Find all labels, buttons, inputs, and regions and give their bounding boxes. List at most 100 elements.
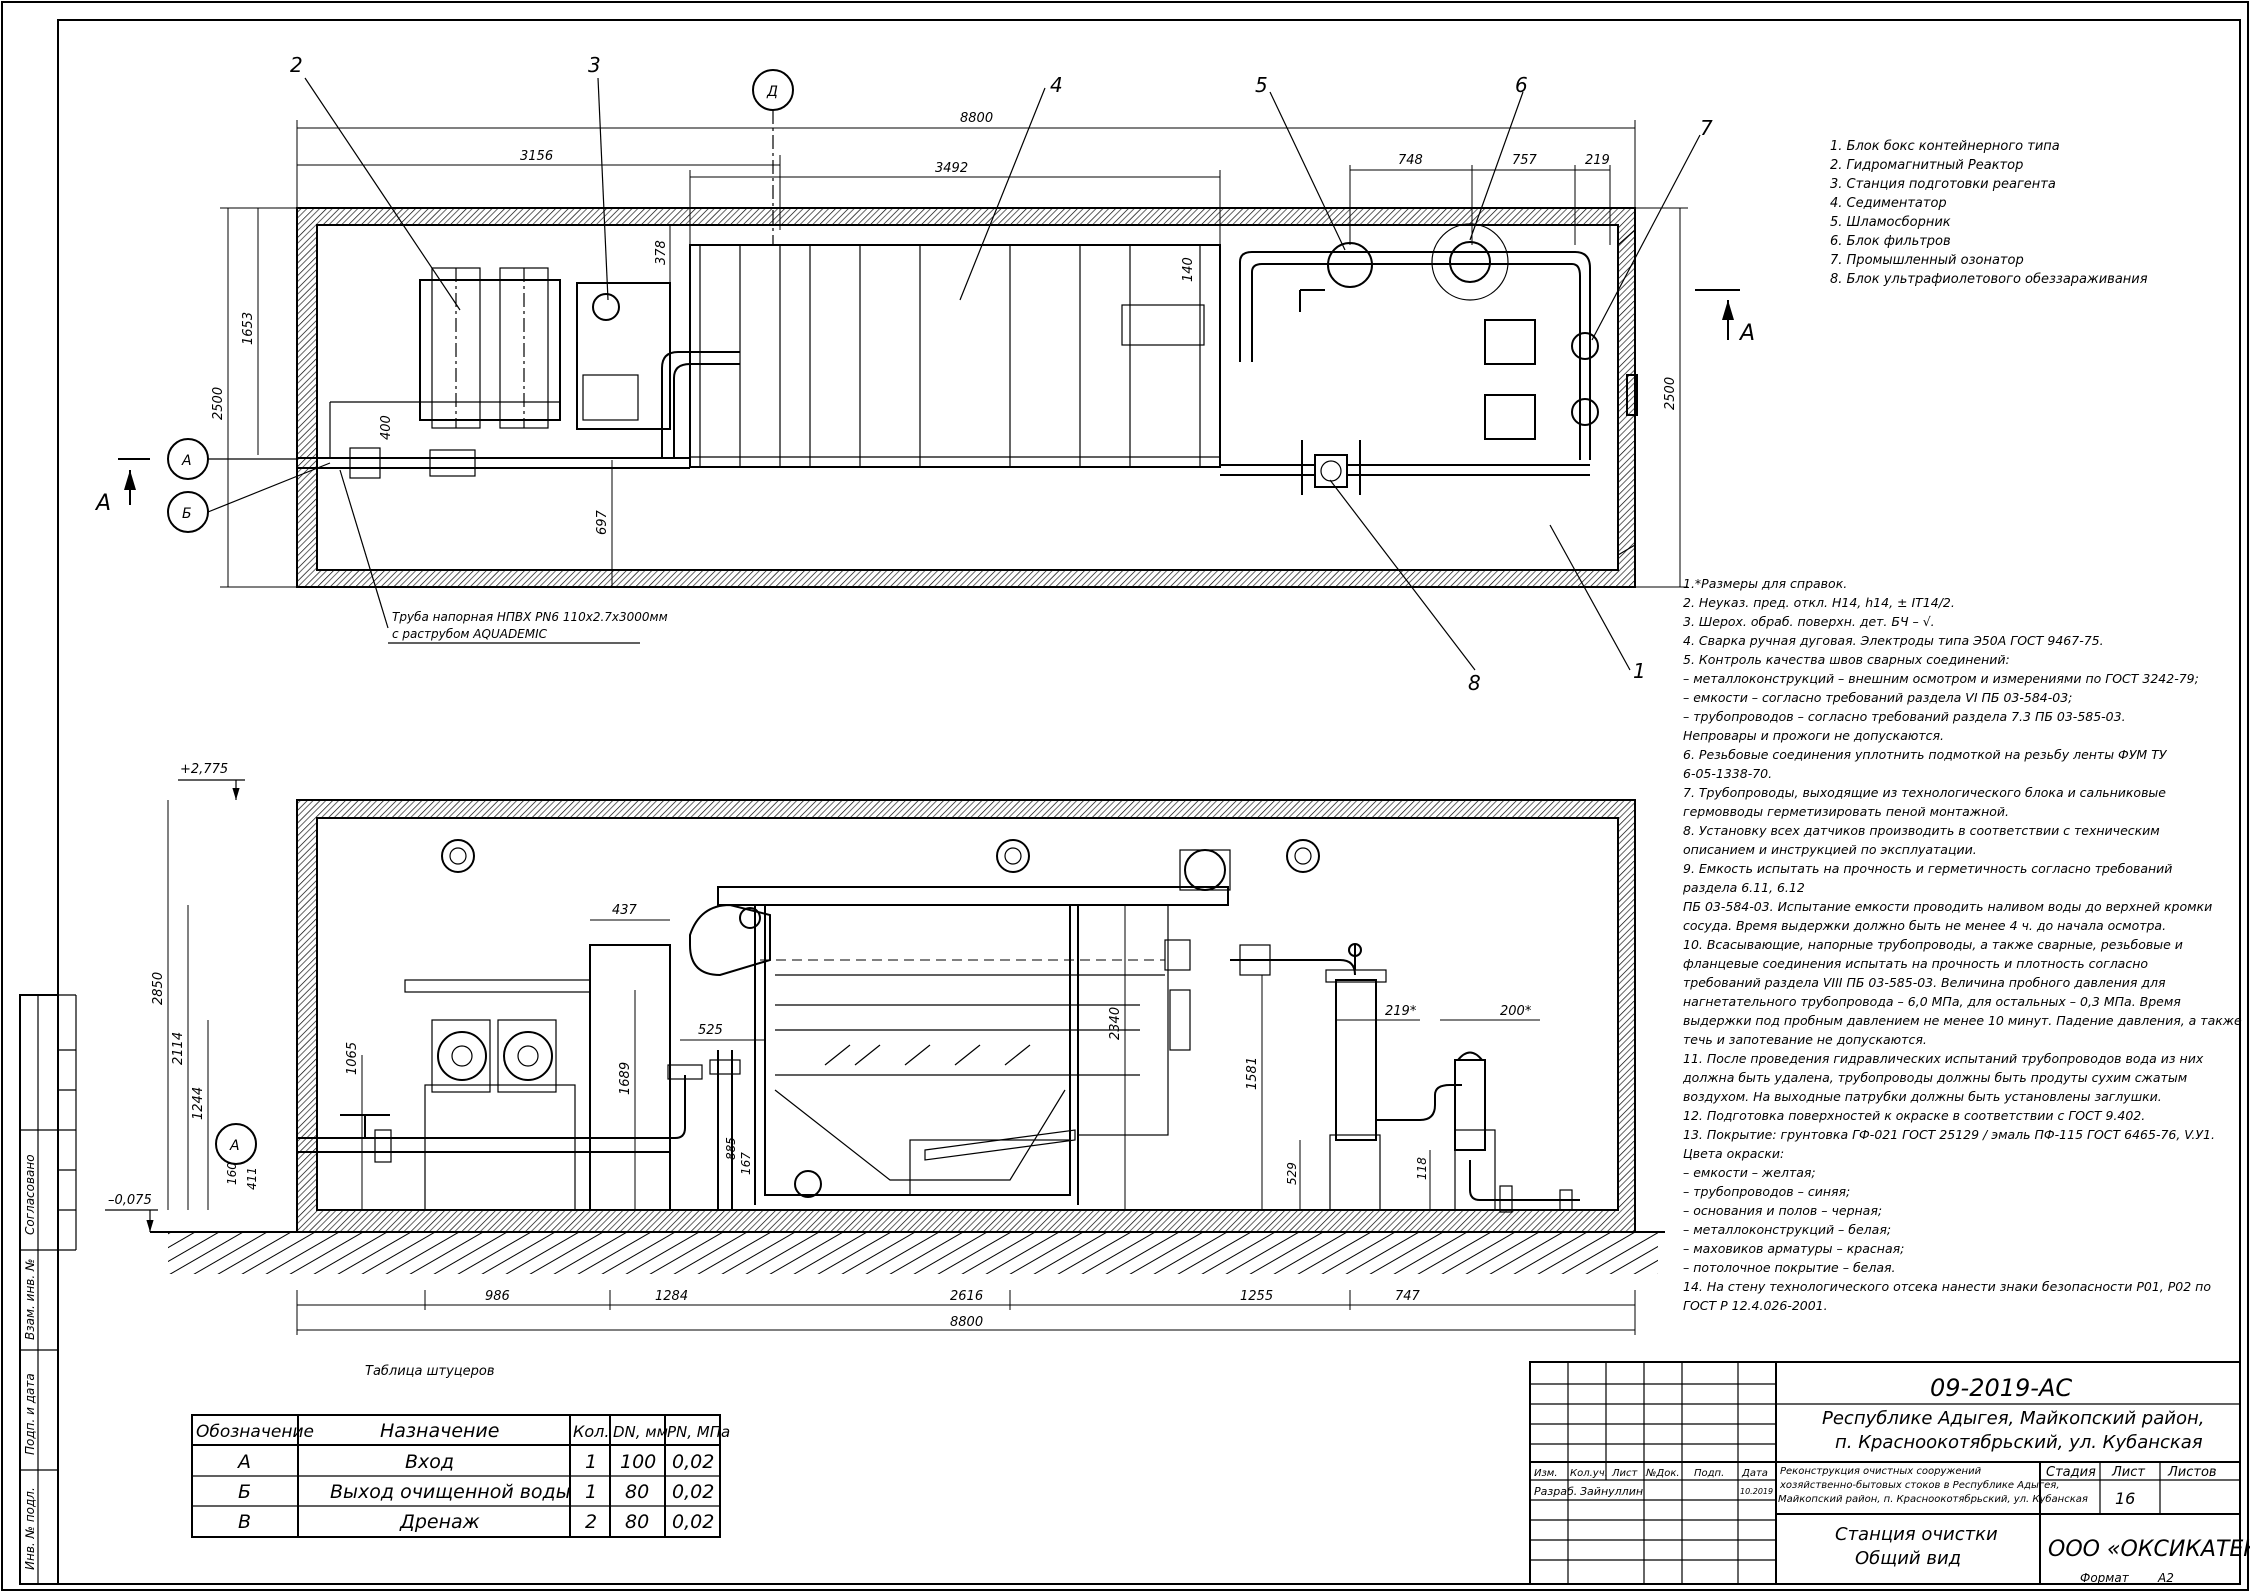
td-qty: 1 [585, 1481, 597, 1503]
tb-col-sheet: Лист [1611, 1468, 1639, 1479]
note-line: 9. Емкость испытать на прочность и герме… [1683, 861, 2172, 876]
note-line: – потолочное покрытие – белая. [1683, 1260, 1896, 1275]
tb-sheet-header: Лист [2111, 1465, 2145, 1480]
note-line: 4. Сварка ручная дуговая. Электроды типа… [1683, 633, 2104, 648]
tb-format-value: А2 [2157, 1571, 2174, 1585]
inlet-a-label: А [181, 453, 192, 469]
vdim-1244: 1244 [191, 1087, 206, 1120]
td-pn: 0,02 [672, 1451, 714, 1473]
ozonator-unit-2 [1484, 394, 1536, 440]
pipe-note-2: с раструбом AQUADEMIC [392, 627, 548, 641]
note-line: – основания и полов – черная; [1683, 1203, 1882, 1218]
reactor-plan [419, 279, 561, 421]
note-line: – емкости – желтая; [1683, 1165, 1816, 1180]
note-line: – металлоконструкций – белая; [1683, 1222, 1891, 1237]
tb-col-change: Изм. [1534, 1468, 1558, 1479]
stamp-replace-inv: Взам. инв. № [23, 1259, 37, 1340]
note-line: описанием и инструкцией по эксплуатации. [1683, 842, 1977, 857]
bdim-8800: 8800 [950, 1315, 983, 1330]
vdim-2114: 2114 [171, 1032, 186, 1065]
stamp-agreed: Согласовано [23, 1154, 37, 1235]
filter-block-icon [1449, 241, 1491, 283]
note-line: – маховиков арматуры – красная; [1683, 1241, 1904, 1256]
dim-3156: 3156 [520, 149, 553, 164]
note-line: 12. Подготовка поверхностей к окраске в … [1683, 1108, 2145, 1123]
tb-company: ООО «ОКСИКАТЕК» [2048, 1537, 2250, 1562]
motor-icon [1184, 849, 1226, 891]
callout-6: 6 [1515, 73, 1528, 97]
title-block: Изм. Кол.уч. Лист №Док. Подп. Дата Разра… [1529, 1361, 2250, 1585]
tb-format-label: Формат [2080, 1571, 2130, 1585]
ozonator-unit-1 [1484, 319, 1536, 365]
td-purpose: Вход [405, 1451, 454, 1473]
legend-item: 8. Блок ультрафиолетового обеззараживани… [1830, 272, 2148, 287]
note-line: требований раздела VIII ПБ 03-585-03. Ве… [1683, 975, 2166, 990]
callout-7: 7 [1700, 116, 1713, 140]
tb-col-doc: №Док. [1645, 1468, 1680, 1479]
dim-400: 400 [379, 415, 394, 440]
tb-col-date: Дата [1741, 1468, 1768, 1479]
note-line: воздухом. На выходные патрубки должны бы… [1683, 1089, 2162, 1104]
td-dn: 80 [625, 1511, 649, 1533]
note-line: 7. Трубопроводы, выходящие из технологич… [1683, 785, 2166, 800]
note-line: 8. Установку всех датчиков производить в… [1683, 823, 2160, 838]
note-line: 6. Резьбовые соединения уплотнить подмот… [1683, 747, 2168, 762]
note-line: 10. Всасывающие, напорные трубопроводы, … [1683, 937, 2183, 952]
note-line: 14. На стену технологического отсека нан… [1683, 1279, 2211, 1294]
nozzle-table: Таблица штуцеров Обозначение Назначение … [191, 1364, 730, 1538]
td-dn: 80 [625, 1481, 649, 1503]
filter-column [1335, 979, 1377, 1141]
note-line: выдержки под пробным давлением не менее … [1683, 1013, 2242, 1028]
legend-item: 5. Шламосборник [1830, 215, 1951, 230]
note-line: – трубопроводов – синяя; [1683, 1184, 1850, 1199]
section-inlet-circle [215, 1123, 257, 1165]
td-designation: В [238, 1511, 251, 1533]
drain-valve-icon [794, 1170, 822, 1198]
inner-frame [57, 19, 2241, 1585]
note-line: раздела 6.11, 6.12 [1682, 880, 1805, 895]
note-line: нагнетательного трубопровода – 6,0 МПа, … [1683, 994, 2181, 1009]
sedimentator-plan [689, 244, 1221, 468]
td-pn: 0,02 [672, 1511, 714, 1533]
tb-col-sign: Подп. [1694, 1468, 1724, 1479]
pipe-note-1: Труба напорная НПВХ PN6 110х2.7х3000мм [392, 610, 668, 624]
lamp-icon [996, 839, 1030, 873]
pump-icon [437, 1031, 487, 1081]
td-pn: 0,02 [672, 1481, 714, 1503]
vdim-167: 167 [739, 1152, 753, 1175]
bdim-747: 747 [1395, 1289, 1421, 1304]
vdim-1689: 1689 [618, 1062, 633, 1095]
callout-5: 5 [1255, 73, 1268, 97]
legend-item: 4. Седиментатор [1830, 196, 1947, 211]
outlet-b-label: Б [182, 506, 192, 522]
note-line: 6-05-1338-70. [1683, 766, 1772, 781]
callout-4: 4 [1050, 73, 1063, 97]
tb-code: 09-2019-АС [1930, 1374, 2072, 1402]
tb-dev-date: 10.2019 [1740, 1487, 1773, 1496]
th-qty: Кол. [573, 1422, 609, 1441]
th-designation: Обозначение [196, 1422, 314, 1442]
pump-frame [424, 1084, 576, 1211]
vdim-885: 885 [724, 1137, 738, 1160]
dim-2500-right: 2500 [1663, 377, 1678, 410]
note-line: гермовводы герметизировать пеной монтажн… [1683, 804, 2009, 819]
note-line: Непровары и прожоги не допускаются. [1683, 728, 1944, 743]
pump-icon [503, 1031, 553, 1081]
td-designation: А [236, 1451, 251, 1473]
td-purpose: Дренаж [399, 1511, 480, 1533]
hdim-437: 437 [612, 903, 638, 918]
reagent-tank-icon [592, 293, 620, 321]
note-line: фланцевые соединения испытать на прочнос… [1683, 956, 2148, 971]
note-line: – металлоконструкций – внешним осмотром … [1683, 671, 2199, 686]
note-line: ГОСТ Р 12.4.026-2001. [1683, 1298, 1828, 1313]
tb-project-1: Реконструкция очистных сооружений [1780, 1466, 1982, 1477]
note-line: 2. Неуказ. пред. откл. Н14, h14, ± IT14/… [1683, 595, 1955, 610]
note-line: Цвета окраски: [1683, 1146, 1784, 1161]
note-line: сосуда. Время выдержки должно быть не ме… [1683, 918, 2166, 933]
bdim-986: 986 [485, 1289, 510, 1304]
tb-stage-header: Стадия [2046, 1465, 2096, 1480]
td-qty: 2 [585, 1511, 597, 1533]
note-line: 1.*Размеры для справок. [1683, 576, 1847, 591]
